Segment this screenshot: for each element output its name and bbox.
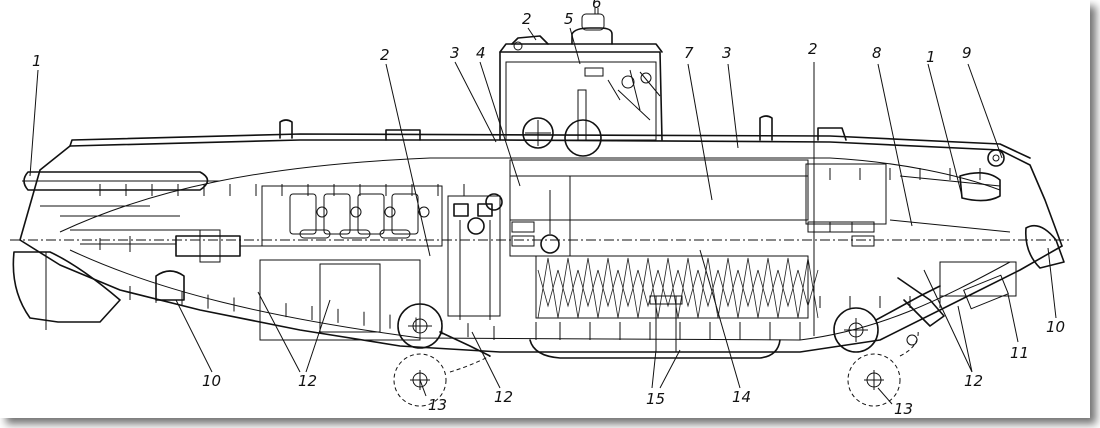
callout-1-forward: 1 — [32, 52, 42, 70]
diagram-frame: 1 1 2 2 2 3 3 4 5 6 7 8 9 10 10 11 12 12… — [10, 0, 1070, 418]
callout-9: 9 — [962, 44, 972, 62]
callout-4: 4 — [476, 44, 486, 62]
deck-fittings — [279, 115, 1005, 167]
engine-room — [80, 185, 443, 341]
conning-tower — [499, 8, 663, 157]
callout-10-forward: 10 — [202, 372, 221, 390]
submarine-cutaway-drawing: 1 1 2 2 2 3 3 4 5 6 7 8 9 10 10 11 12 12… — [10, 0, 1070, 418]
callout-12-center: 12 — [494, 388, 513, 406]
callout-12-aft: 12 — [964, 372, 983, 390]
control-room — [447, 175, 571, 320]
wheel-aft — [833, 261, 1017, 407]
callout-5: 5 — [564, 10, 574, 28]
callout-15: 15 — [646, 390, 665, 408]
callout-1-aft: 1 — [926, 48, 936, 66]
callout-labels: 1 1 2 2 2 3 3 4 5 6 7 8 9 10 10 11 12 12… — [32, 0, 1065, 418]
callout-7: 7 — [684, 44, 694, 62]
leader-lines — [29, 8, 1057, 405]
torpedo-tube-forward — [12, 171, 220, 330]
ballast-tanks — [529, 295, 801, 359]
callout-2-tower: 2 — [522, 10, 532, 28]
wheel-forward — [393, 303, 491, 407]
callout-13-forward: 13 — [428, 396, 447, 414]
callout-11: 11 — [1010, 344, 1029, 362]
callout-3-aft: 3 — [722, 44, 732, 62]
frame-ribs — [99, 168, 981, 341]
callout-10-aft: 10 — [1046, 318, 1065, 336]
hull-outline — [10, 133, 1070, 353]
callout-14: 14 — [732, 388, 751, 406]
callout-3-forward: 3 — [450, 44, 460, 62]
callout-12-forward: 12 — [298, 372, 317, 390]
battery-compartment — [509, 159, 887, 319]
callout-8: 8 — [872, 44, 882, 62]
torpedo-tube-aft — [889, 172, 1065, 269]
callout-6: 6 — [592, 0, 602, 12]
callout-2-aft: 2 — [808, 40, 818, 58]
callout-2-engine: 2 — [380, 46, 390, 64]
callout-13-aft: 13 — [894, 400, 913, 418]
